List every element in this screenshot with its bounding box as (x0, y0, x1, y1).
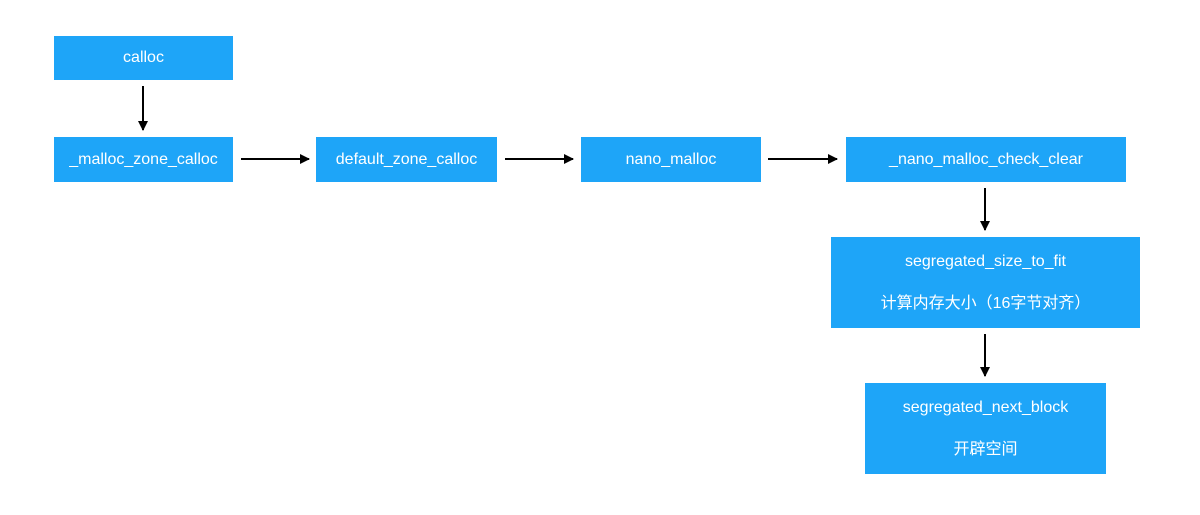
node-calloc: calloc (54, 36, 233, 80)
node-segregated-size-to-fit-note: 计算内存大小（16字节对齐） (880, 294, 1091, 312)
node-malloc-zone-calloc-label: _malloc_zone_calloc (69, 150, 218, 168)
node-default-zone-calloc-label: default_zone_calloc (335, 150, 478, 168)
node-malloc-zone-calloc: _malloc_zone_calloc (54, 137, 233, 182)
node-nano-malloc: nano_malloc (581, 137, 761, 182)
node-segregated-next-block: segregated_next_block 开辟空间 (865, 383, 1106, 474)
node-nano-malloc-check-clear: _nano_malloc_check_clear (846, 137, 1126, 182)
node-nano-malloc-label: nano_malloc (625, 150, 717, 168)
node-segregated-size-to-fit-label: segregated_size_to_fit (905, 252, 1066, 270)
node-nano-malloc-check-clear-label: _nano_malloc_check_clear (889, 150, 1083, 168)
node-calloc-label: calloc (123, 49, 164, 66)
node-segregated-next-block-label: segregated_next_block (902, 398, 1069, 416)
node-default-zone-calloc: default_zone_calloc (316, 137, 497, 182)
node-segregated-next-block-note: 开辟空间 (953, 440, 1018, 458)
node-segregated-size-to-fit: segregated_size_to_fit 计算内存大小（16字节对齐） (831, 237, 1140, 328)
